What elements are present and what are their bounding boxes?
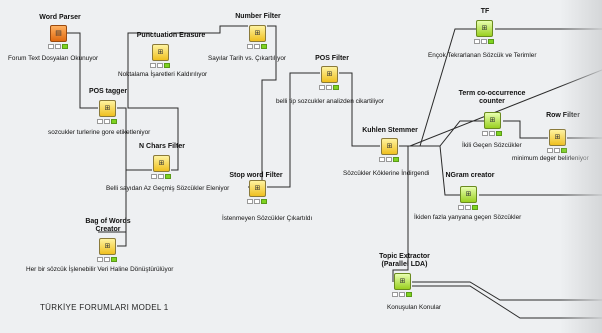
status-number-filter (247, 44, 267, 49)
punctuation-erasure-node[interactable]: ⊞ (152, 44, 169, 61)
node-title-pos-filter: POS Filter (315, 55, 349, 62)
wire-pos-kuhlen (339, 72, 380, 147)
node-title-number-filter: Number Filter (235, 13, 281, 20)
topic-extractor-node[interactable]: ⊞ (394, 273, 411, 290)
filter-icon: ⊞ (254, 184, 261, 192)
status-pos-tagger (97, 119, 117, 124)
nchars-filter-node[interactable]: ⊞ (153, 155, 170, 172)
wire-pos-bow (98, 107, 127, 233)
ngram-creator-node[interactable]: ⊞ (460, 186, 477, 203)
node-title-bow: Bag of Words Creator (85, 218, 131, 233)
filter-icon: ⊞ (554, 133, 561, 141)
node-desc-ngram: İkiden fazla yanyana geçen Sözcükler (414, 214, 522, 221)
status-punctuation (150, 63, 170, 68)
edge-shadow (560, 0, 602, 333)
status-ngram (458, 205, 478, 210)
status-bow (97, 257, 117, 262)
tf-node[interactable]: ⊞ (476, 20, 493, 37)
status-tf (474, 39, 494, 44)
node-title-nchars: N Chars Filter (139, 143, 185, 150)
node-title-pos-tagger: POS tagger (88, 88, 128, 95)
node-desc-row-filter: minimum deger belirleniyor (512, 155, 589, 162)
node-desc-punctuation: Noktalama İşaretleri Kaldırılıyor (118, 71, 208, 78)
filter-icon: ⊞ (326, 70, 333, 78)
pos-tagger-node[interactable]: ⊞ (99, 100, 116, 117)
node-title-tf: TF (480, 8, 490, 15)
status-word-parser (48, 44, 68, 49)
status-topic (392, 292, 412, 297)
frequency-icon: ⊞ (481, 24, 488, 32)
term-cooccurrence-node[interactable]: ⊞ (484, 112, 501, 129)
tag-icon: ⊞ (104, 104, 111, 112)
word-parser-node[interactable]: ▤ (50, 25, 67, 42)
filter-icon: ⊞ (158, 159, 165, 167)
node-title-ngram: NGram creator (445, 172, 495, 179)
status-cooc (482, 131, 502, 136)
node-desc-word-parser: Forum Text Dosyaları Okunuyor (8, 55, 99, 62)
node-title-word-parser: Word Parser (39, 14, 81, 21)
node-desc-pos-filter: belli tip sozcukler analizden cikartiliy… (276, 98, 384, 105)
node-desc-topic: Konuşulan Konular (387, 304, 442, 311)
topic-icon: ⊞ (399, 277, 406, 285)
eraser-icon: ⊞ (157, 48, 164, 56)
wire-punct-number (171, 25, 248, 34)
bag-of-words-node[interactable]: ⊞ (99, 238, 116, 255)
stopword-filter-node[interactable]: ⊞ (249, 180, 266, 197)
node-desc-tf: Ençok Tekrarlanan Sözcük ve Terimler (428, 52, 537, 59)
wire-parser-pos (67, 32, 98, 109)
stemmer-icon: ⊞ (386, 142, 393, 150)
status-kuhlen (379, 157, 399, 162)
wire-topic-out-1 (412, 281, 602, 301)
node-desc-nchars: Belli sayıdan Az Geçmiş Sözcükler Eleniy… (106, 185, 230, 192)
node-desc-number-filter: Sayılar Tarih vs. Çıkartılıyor (208, 55, 287, 62)
node-desc-stopword: İstenmeyen Sözcükler Çıkartıldı (222, 215, 313, 222)
wire-stop-pos (267, 72, 320, 188)
kuhlen-stemmer-node[interactable]: ⊞ (381, 138, 398, 155)
status-pos-filter (319, 85, 339, 90)
node-desc-cooc: İkili Geçen Sözcükler (462, 142, 522, 149)
node-title-kuhlen: Kuhlen Stemmer (362, 127, 418, 134)
wire-nchars-punct (127, 32, 179, 171)
node-desc-kuhlen: Sözcükler Köklerine İndirgendi (343, 170, 430, 177)
wire-kuhlen-topic (392, 145, 409, 282)
model-label: TÜRKİYE FORUMLARI MODEL 1 (40, 303, 169, 312)
node-desc-bow: Her bir sözcük İşlenebilir Veri Haline D… (26, 266, 174, 273)
number-filter-icon: ⊞ (254, 29, 261, 37)
node-desc-pos-tagger: sozcukler turlerine gore etiketleniyor (48, 129, 151, 136)
pos-filter-node[interactable]: ⊞ (321, 66, 338, 83)
bag-icon: ⊞ (104, 242, 111, 250)
node-title-stopword: Stop word Filter (229, 172, 283, 179)
wire-number-stop (248, 25, 277, 188)
wire-bow-nchars (117, 169, 152, 247)
number-filter-node[interactable]: ⊞ (249, 25, 266, 42)
status-stopword (247, 199, 267, 204)
counter-icon: ⊞ (489, 116, 496, 124)
node-title-topic: Topic Extractor (Parallel LDA) (379, 253, 430, 268)
node-title-punctuation: Punctuation Erasure (136, 32, 206, 39)
ngram-icon: ⊞ (465, 190, 472, 198)
wire-cooc-row (503, 120, 548, 139)
document-reader-icon: ▤ (55, 29, 62, 37)
wire-kuhlen-ngram (399, 145, 460, 196)
status-nchars (151, 174, 171, 179)
node-title-cooc: Term co-occurrence counter (458, 90, 526, 105)
